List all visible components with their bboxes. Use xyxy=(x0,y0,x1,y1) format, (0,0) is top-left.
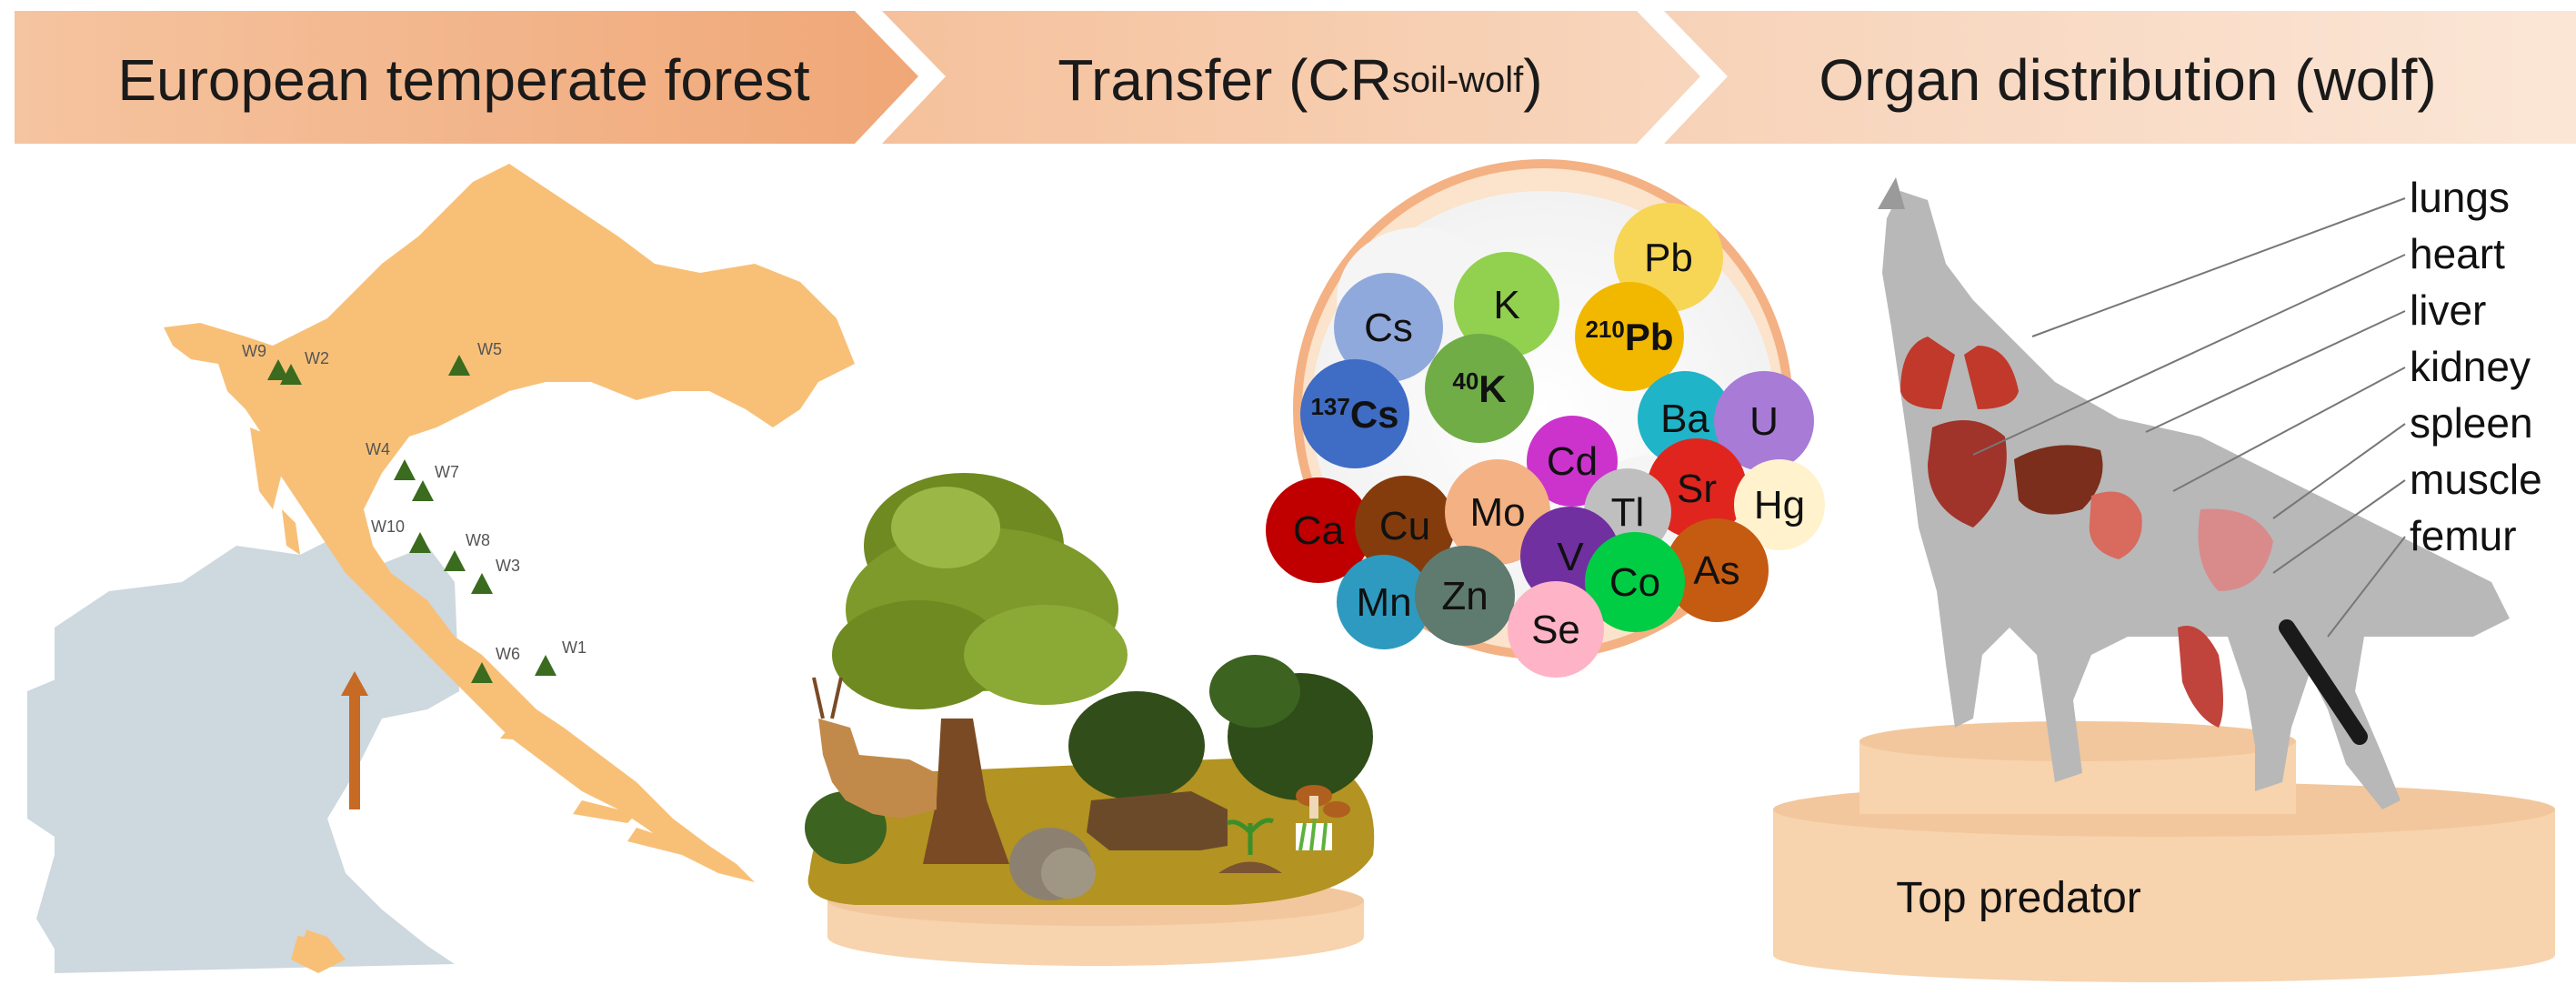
element-label-cs: Cs xyxy=(1364,306,1413,350)
organ-label-kidney: kidney xyxy=(2410,343,2531,390)
site-label-w5: W5 xyxy=(477,340,502,358)
site-label-w6: W6 xyxy=(496,645,520,663)
organ-label-liver: liver xyxy=(2410,286,2487,334)
element-label-pb: Pb xyxy=(1644,236,1693,280)
site-marker-w4 xyxy=(394,459,416,480)
step-2-title-subscript: soil-wolf xyxy=(1391,59,1524,100)
site-marker-w9 xyxy=(267,359,289,380)
element-bubble-40k xyxy=(1425,334,1534,443)
isotope-symbol: K xyxy=(1478,367,1506,410)
element-label-tl: Tl xyxy=(1611,490,1645,535)
element-label-cd: Cd xyxy=(1547,439,1598,484)
site-marker-w1 xyxy=(535,655,556,676)
element-label-ca: Ca xyxy=(1293,508,1345,553)
element-bubble-ca xyxy=(1266,477,1371,583)
site-label-w8: W8 xyxy=(466,531,490,549)
element-bubble-u xyxy=(1714,371,1814,471)
croatia-map: W9 W2 W5 W4 W7 W10 W8 W3 W6 W1 xyxy=(164,164,855,882)
step-2-title-main: Transfer (CR xyxy=(1057,47,1392,113)
element-label-mo: Mo xyxy=(1469,490,1525,535)
isotope-symbol: Pb xyxy=(1625,316,1674,358)
isotope-mass-number: 210 xyxy=(1585,316,1624,343)
organ-label-spleen: spleen xyxy=(2410,399,2533,447)
organ-label-muscle: muscle xyxy=(2410,456,2542,503)
podium-label: Top predator xyxy=(1896,874,2141,922)
element-label-v: V xyxy=(1557,535,1584,579)
site-marker-w7 xyxy=(412,480,434,501)
element-label-mn: Mn xyxy=(1356,580,1411,625)
forest-illustration xyxy=(805,473,1375,966)
organ-label-lungs: lungs xyxy=(2410,174,2510,221)
element-bubble-co xyxy=(1585,532,1685,632)
element-bubble-137cs xyxy=(1300,359,1409,468)
element-label-ba: Ba xyxy=(1660,397,1709,441)
element-label-se: Se xyxy=(1531,608,1580,652)
site-marker-w10 xyxy=(409,532,431,553)
element-label-zn: Zn xyxy=(1441,574,1488,618)
site-marker-w3 xyxy=(471,573,493,594)
element-label-sr: Sr xyxy=(1677,467,1717,511)
site-label-w9: W9 xyxy=(242,342,266,360)
element-label-210pb: 210Pb xyxy=(1585,316,1673,358)
element-bubble-cs xyxy=(1334,273,1443,382)
site-marker-w6 xyxy=(471,662,493,683)
site-label-w10: W10 xyxy=(371,518,405,536)
element-bubble-zn xyxy=(1415,546,1515,646)
element-label-40k: 40K xyxy=(1452,367,1506,410)
element-label-137cs: 137Cs xyxy=(1310,393,1398,436)
element-label-cu: Cu xyxy=(1379,504,1430,548)
site-label-w4: W4 xyxy=(366,440,390,458)
element-bubble-cu xyxy=(1355,476,1455,576)
step-3-title: Organ distribution (wolf) xyxy=(1819,47,2437,113)
element-bubble-se xyxy=(1508,581,1604,678)
organ-label-femur: femur xyxy=(2410,512,2517,559)
element-label-co: Co xyxy=(1609,560,1660,605)
site-marker-w2 xyxy=(280,364,302,385)
wolf-illustration xyxy=(1773,177,2555,982)
element-bubble-hg xyxy=(1734,459,1825,550)
chevron-step-2 xyxy=(882,11,1700,144)
element-bubble-210pb xyxy=(1575,282,1684,391)
site-marker-w8 xyxy=(444,550,466,571)
organ-label-heart: heart xyxy=(2410,230,2505,277)
chevron-step-1 xyxy=(15,11,918,144)
site-label-w7: W7 xyxy=(435,463,459,481)
arrow-up-icon xyxy=(341,671,368,809)
chevron-step-3 xyxy=(1664,11,2576,144)
isotope-mass-number: 40 xyxy=(1452,367,1478,395)
element-bubble-k xyxy=(1454,252,1559,357)
europe-map xyxy=(27,146,486,973)
site-label-w1: W1 xyxy=(562,638,586,657)
site-label-w2: W2 xyxy=(305,349,329,367)
element-label-as: As xyxy=(1693,548,1739,593)
element-label-hg: Hg xyxy=(1754,483,1805,528)
isotope-symbol: Cs xyxy=(1350,393,1399,436)
step-1-title: European temperate forest xyxy=(117,47,810,113)
element-bubble-sr xyxy=(1647,438,1747,538)
site-marker-w5 xyxy=(448,355,470,376)
element-bubble-mn xyxy=(1337,555,1431,649)
site-label-w3: W3 xyxy=(496,557,520,575)
element-bubble-as xyxy=(1665,518,1769,622)
isotope-mass-number: 137 xyxy=(1310,393,1349,420)
element-label-u: U xyxy=(1749,399,1779,444)
element-label-k: K xyxy=(1493,283,1519,327)
step-2-title-close: ) xyxy=(1523,47,1543,113)
